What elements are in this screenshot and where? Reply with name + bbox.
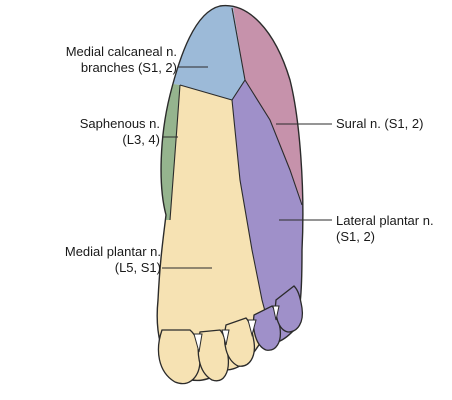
label-medial-calcaneal-line1: Medial calcaneal n. xyxy=(65,44,177,59)
label-medial-calcaneal-line2: branches (S1, 2) xyxy=(80,60,177,75)
label-medial-plantar-line2: (L5, S1) xyxy=(114,260,161,275)
label-sural: Sural n. (S1, 2) xyxy=(336,116,423,132)
label-lateral-plantar-line1: Lateral plantar n. xyxy=(336,213,434,228)
label-lateral-plantar: Lateral plantar n. (S1, 2) xyxy=(336,213,434,245)
lateral-plantar-region xyxy=(232,80,303,350)
toe-gap-4 xyxy=(272,305,280,321)
label-medial-plantar: Medial plantar n. (L5, S1) xyxy=(65,244,161,276)
label-saphenous-line2: (L3, 4) xyxy=(122,132,160,147)
label-lateral-plantar-line2: (S1, 2) xyxy=(336,229,376,244)
label-medial-calcaneal: Medial calcaneal n. branches (S1, 2) xyxy=(66,44,177,76)
toe-gap-3 xyxy=(247,319,257,337)
toe-fifth xyxy=(274,285,304,333)
label-saphenous-line1: Saphenous n. xyxy=(79,116,160,131)
label-sural-line1: Sural n. (S1, 2) xyxy=(336,116,424,131)
boundary-saphenous xyxy=(169,84,181,221)
boundary-sural-lateral xyxy=(244,79,303,206)
toe-big xyxy=(157,329,201,385)
toe-gap-2 xyxy=(221,329,230,346)
boundary-calcaneal xyxy=(179,7,246,101)
label-saphenous: Saphenous n. (L3, 4) xyxy=(80,116,160,148)
toe-gap-1 xyxy=(193,333,203,353)
label-medial-plantar-line1: Medial plantar n. xyxy=(64,244,161,259)
